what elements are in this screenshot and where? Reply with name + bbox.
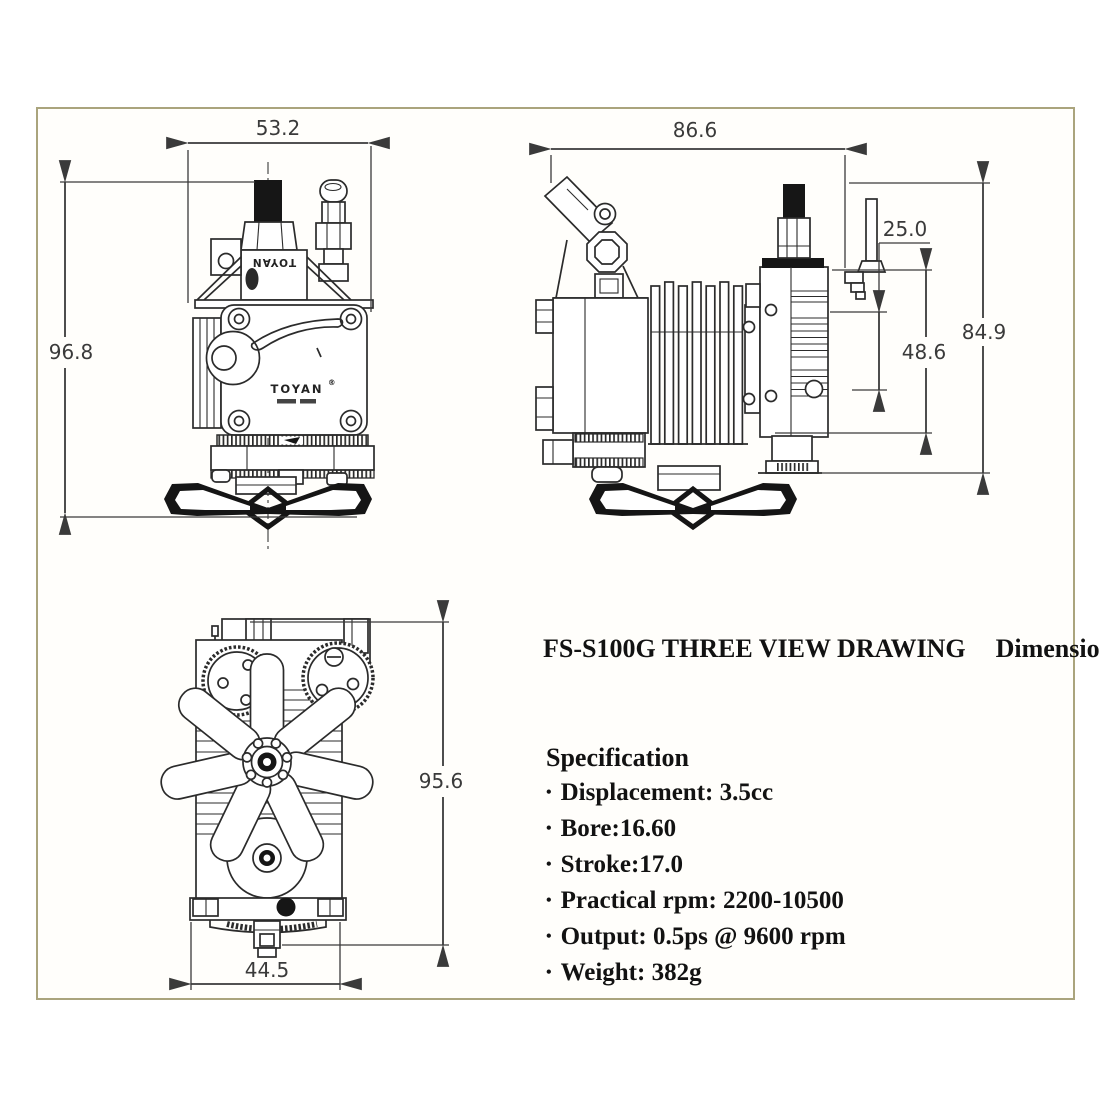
rear-view: 95.6 44.5 bbox=[160, 600, 464, 991]
drawing-title: FS-S100G THREE VIEW DRAWING Dimension(mm bbox=[543, 634, 1100, 664]
rear-width-dim: 44.5 bbox=[245, 958, 290, 982]
side-width-dim: 86.6 bbox=[673, 118, 718, 142]
model-title: FS-S100G THREE VIEW DRAWING bbox=[543, 634, 966, 663]
front-width-dim: 53.2 bbox=[256, 116, 301, 140]
spec-item-stroke: •Stroke:17.0 bbox=[546, 848, 846, 884]
front-view: 53.2 96.8 TOYAN TOYAN ® bbox=[49, 116, 390, 552]
cooling-fins bbox=[648, 281, 748, 445]
dimension-unit-label: Dimension(mm bbox=[995, 634, 1100, 663]
spec-item-output: •Output: 0.5ps @ 9600 rpm bbox=[546, 920, 846, 956]
cooling-fan bbox=[160, 653, 374, 862]
crankcase-side bbox=[759, 266, 829, 438]
registered-mark: ® bbox=[328, 378, 336, 387]
spring-clip-side bbox=[589, 483, 797, 527]
spec-item-weight: •Weight: 382g bbox=[546, 956, 846, 992]
side-view: 86.6 25.0 48.6 84.9 bbox=[529, 118, 1007, 527]
bullet-icon: • bbox=[546, 820, 552, 837]
side-crankcase-dim: 48.6 bbox=[902, 340, 947, 364]
front-height-dim: 96.8 bbox=[49, 340, 94, 364]
spec-item-bore: •Bore:16.60 bbox=[546, 812, 846, 848]
side-height-dim: 84.9 bbox=[962, 320, 1007, 344]
spec-item-displacement: •Displacement: 3.5cc bbox=[546, 776, 846, 812]
fuel-nipple bbox=[315, 179, 352, 282]
bullet-icon: • bbox=[546, 928, 552, 945]
bullet-icon: • bbox=[546, 856, 552, 873]
intake-pipe bbox=[543, 175, 614, 244]
specification-list: •Displacement: 3.5cc •Bore:16.60 •Stroke… bbox=[546, 776, 846, 992]
logo-swoosh bbox=[250, 318, 344, 351]
spring-clip-front bbox=[164, 483, 372, 527]
face-brand-label: TOYAN bbox=[271, 382, 324, 396]
throttle-lever bbox=[865, 198, 878, 262]
crankcase-ribs bbox=[791, 290, 828, 397]
bullet-icon: • bbox=[546, 892, 552, 909]
glow-plug-side bbox=[783, 184, 805, 218]
side-lever-dim: 25.0 bbox=[883, 217, 928, 241]
specification-heading: Specification bbox=[546, 743, 689, 772]
specification-block: Specification •Displacement: 3.5cc •Bore… bbox=[546, 740, 846, 992]
spec-item-rpm: •Practical rpm: 2200-10500 bbox=[546, 884, 846, 920]
carb-brand-label: TOYAN bbox=[252, 256, 296, 268]
boss bbox=[205, 330, 261, 386]
bullet-icon: • bbox=[546, 784, 552, 801]
glow-plug-front bbox=[254, 180, 282, 222]
bullet-icon: • bbox=[546, 964, 552, 981]
rear-height-dim: 95.6 bbox=[419, 769, 464, 793]
